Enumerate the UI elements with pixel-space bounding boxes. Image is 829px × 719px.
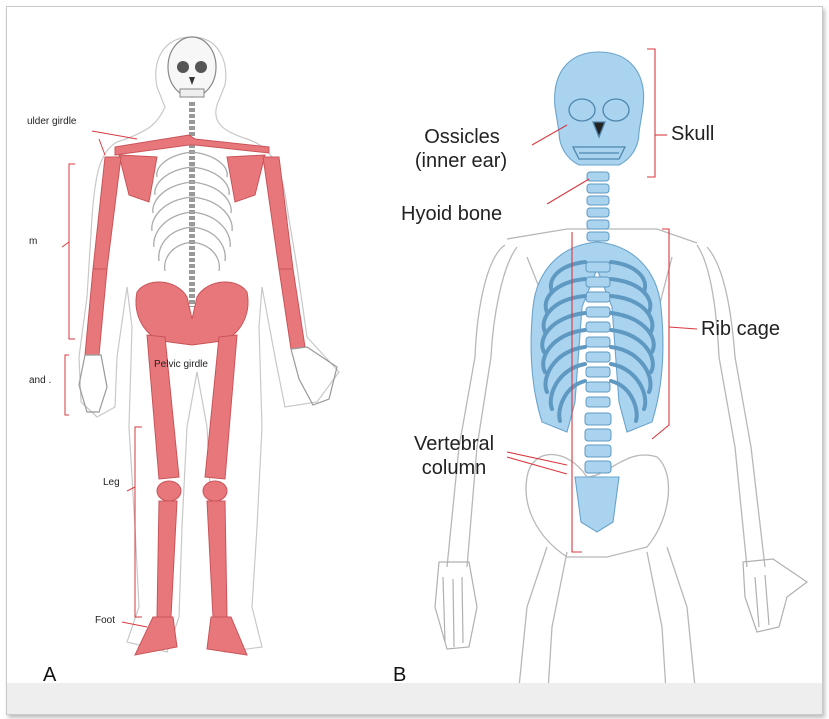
label-skull: Skull — [671, 123, 714, 145]
label-inner-ear: (inner ear) — [401, 150, 521, 172]
panel-label-a: A — [43, 664, 56, 687]
skull-b — [555, 52, 644, 165]
femur-right-a — [205, 335, 237, 479]
label-foot: Foot — [95, 615, 115, 626]
label-arm: m — [29, 236, 37, 247]
label-rib-cage: Rib cage — [701, 318, 780, 340]
vertebral-column-b — [585, 172, 611, 473]
foot-right-a — [207, 617, 247, 655]
skeleton-illustrations — [7, 7, 822, 714]
foot-left-a — [135, 617, 177, 655]
figure-frame: ulder girdle m and . Pelvic girdle Leg F… — [6, 6, 823, 715]
femur-left-a — [147, 335, 179, 479]
hands-a — [79, 347, 337, 412]
forearm-right-a — [279, 269, 305, 349]
scapula-right-a — [227, 155, 265, 202]
tibia-left-a — [157, 501, 177, 617]
label-pelvic-girdle: Pelvic girdle — [154, 359, 208, 370]
scapula-left-a — [119, 155, 157, 202]
label-leg: Leg — [103, 477, 120, 488]
label-hyoid-bone: Hyoid bone — [401, 203, 502, 225]
label-column: column — [399, 457, 509, 479]
skull-a — [168, 37, 216, 97]
label-shoulder-girdle: ulder girdle — [27, 116, 76, 127]
label-hand: and . — [29, 375, 51, 386]
sacrum-b — [575, 477, 619, 532]
bottom-band — [7, 683, 822, 714]
hands-b — [435, 559, 807, 649]
skeleton-a — [62, 37, 339, 655]
label-ossicles: Ossicles — [407, 126, 517, 148]
panel-label-b: B — [393, 664, 406, 687]
label-vertebral: Vertebral — [399, 433, 509, 455]
tibia-right-a — [207, 501, 227, 617]
